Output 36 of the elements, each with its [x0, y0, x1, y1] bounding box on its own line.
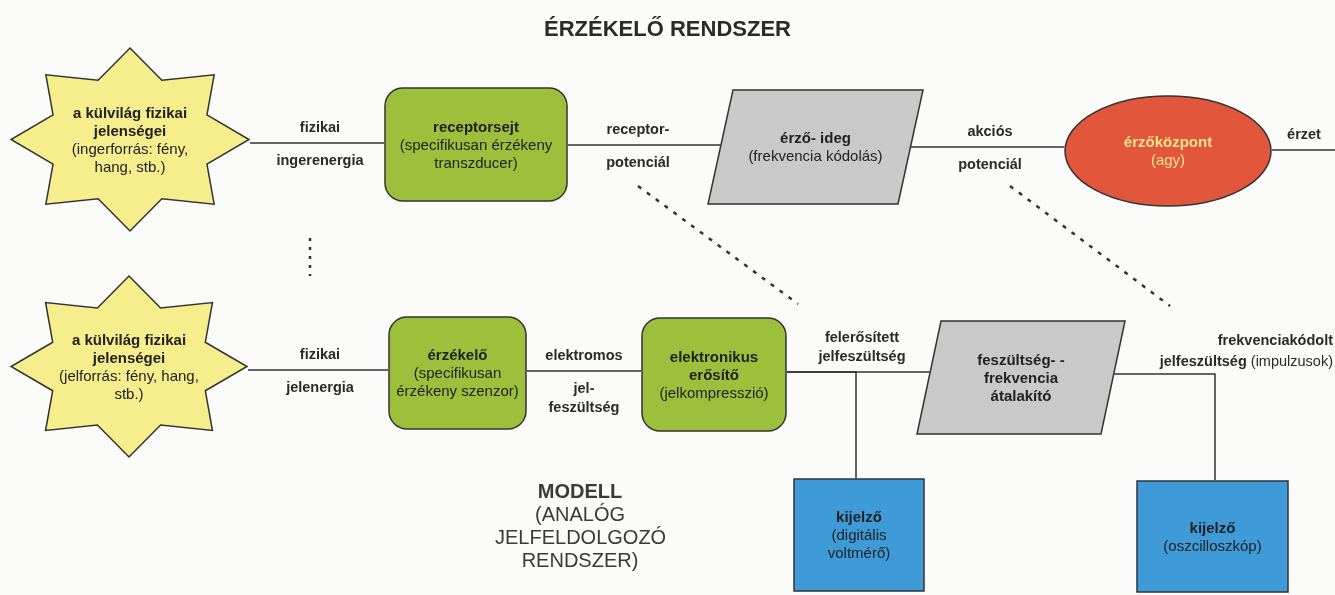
connector-line	[249, 142, 385, 144]
node-title: elektronikus erősítő	[668, 347, 760, 384]
node-title: a külvilág fizikai jelenségei	[70, 330, 188, 367]
diagram-title: ÉRZÉKELŐ RENDSZER	[543, 16, 792, 42]
node-title: kijelző	[1189, 518, 1236, 537]
node-title: kijelző	[836, 508, 882, 526]
node-description: (agy)	[1150, 151, 1186, 169]
connector-line	[1113, 373, 1216, 481]
node-description: (jelforrás: fény, hang, stb.)	[58, 366, 200, 403]
node-description: (specifikusan érzékeny transzducer)	[398, 135, 554, 172]
node-description: (oszcilloszkóp)	[1163, 536, 1262, 555]
connector-line	[526, 370, 642, 372]
node-description: (frekvencia kódolás)	[748, 147, 883, 165]
edge-label: frekvenciakódolt jelfeszültség (impulzusok)	[1158, 331, 1333, 371]
edge-label: felerősített jelfeszültség	[817, 328, 907, 366]
node-title: a külvilág fizikai jelenségei	[71, 103, 189, 140]
edge-label: fizikai ingerenergia	[275, 118, 365, 170]
node-title: érzőközpont	[1123, 133, 1213, 151]
node-description: (specifikusan érzékeny szenzor)	[395, 364, 520, 400]
connector-line	[1271, 149, 1335, 151]
node-description: (digitális voltmérő)	[826, 526, 892, 562]
edge-label: fizikai jelenergia	[285, 345, 355, 397]
edge-label: akciós potenciál	[957, 122, 1023, 174]
connector-line	[786, 371, 857, 479]
edge-label: receptor- potenciál	[605, 120, 671, 172]
edge-label: elektromos jel- feszültség	[544, 346, 624, 417]
node-title: érzékelő	[427, 346, 488, 364]
node-description: (ingerforrás: fény, hang, stb.)	[70, 139, 190, 176]
connector-line	[910, 146, 1065, 148]
node-title: receptorsejt	[433, 117, 519, 136]
edge-label: érzet	[1286, 125, 1322, 144]
connector-line	[247, 369, 389, 371]
node-description: (jelkompresszió)	[659, 383, 769, 402]
node-title: érző- ideg	[780, 129, 851, 147]
section-heading: MODELL (ANALÓG JELFELDOLGOZÓ RENDSZER)	[495, 480, 665, 572]
node-title: feszültség- -frekvencia átalakító	[976, 350, 1066, 405]
